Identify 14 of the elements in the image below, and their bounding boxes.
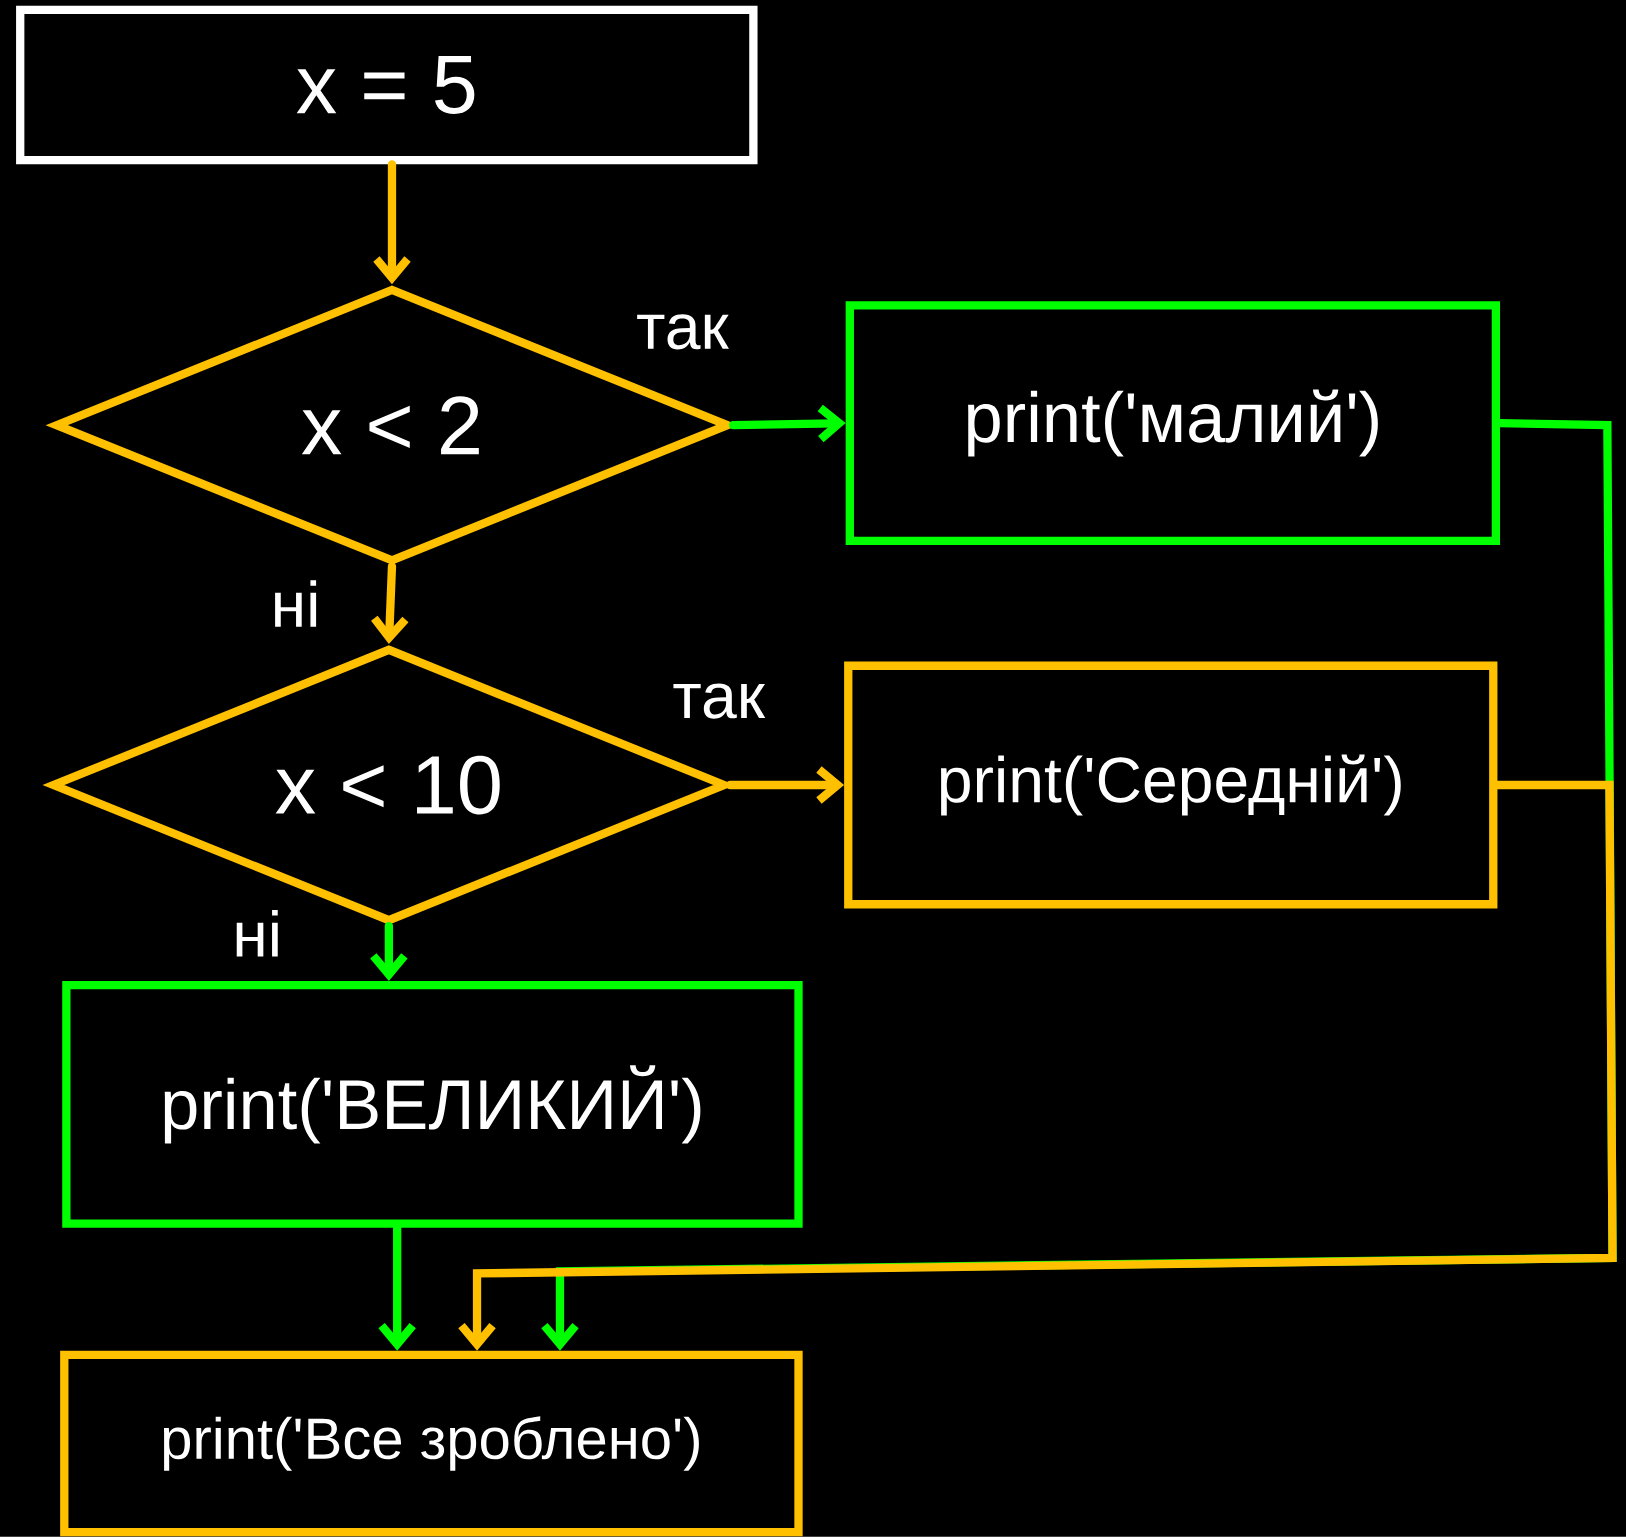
arrow xyxy=(373,160,411,285)
edge-label: так xyxy=(633,312,731,352)
arrow xyxy=(725,766,845,804)
edge-label: ні xyxy=(268,578,323,629)
edge-label: так xyxy=(670,681,767,721)
process-box: print('ВЕЛИКИЙ') xyxy=(62,981,803,1228)
arrow xyxy=(729,404,846,443)
edge-label: ні xyxy=(230,908,285,959)
process-box: print('малий') xyxy=(845,301,1501,546)
arrow xyxy=(458,780,1617,1351)
process-box: x = 5 xyxy=(16,5,758,165)
process-box: print('Середній') xyxy=(844,661,1498,909)
arrow xyxy=(371,562,409,645)
process-box: print('Все зроблено') xyxy=(60,1350,803,1537)
